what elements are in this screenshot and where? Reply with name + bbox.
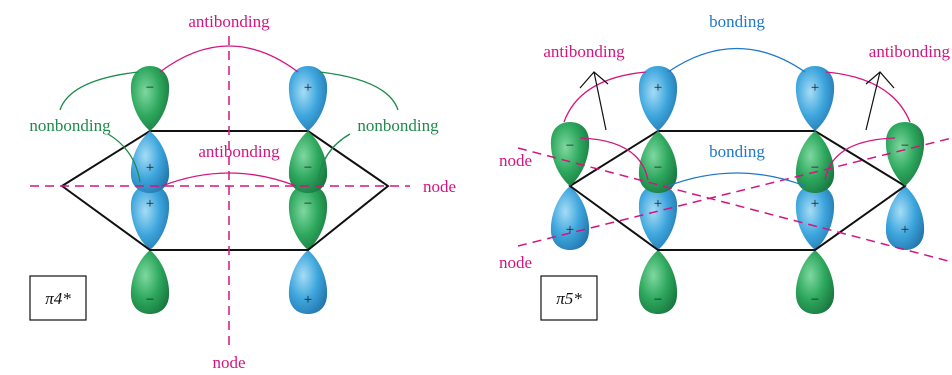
label-top-bonding: bonding	[709, 12, 765, 31]
arc-right-nonbonding	[319, 71, 399, 111]
sign-r-side-right-bottom: +	[901, 222, 909, 238]
lobe-r-top-right	[795, 66, 835, 131]
sign-top-left: −	[146, 80, 154, 96]
sign-r-side-right-top: −	[901, 138, 909, 154]
sign-r-bottom-right: −	[811, 292, 819, 308]
sign-bottom-right: +	[304, 292, 312, 308]
lobe-r-side-left-top	[550, 122, 590, 186]
label-node-upper: node	[499, 151, 532, 170]
sign-lower-left: +	[146, 196, 154, 212]
lobe-r-bottom-left	[638, 250, 678, 314]
lobe-r-top-left	[638, 66, 678, 131]
sign-top-right: +	[304, 80, 312, 96]
label-top-antibonding: antibonding	[188, 12, 270, 31]
sign-lower-right: −	[304, 196, 312, 212]
lobe-r-side-right-bottom	[885, 186, 925, 250]
arc-top-bonding	[667, 47, 806, 73]
lobe-r-upper-left	[638, 131, 678, 193]
label-right-nonbonding: nonbonding	[357, 116, 439, 135]
label-node-lower: node	[499, 253, 532, 272]
sign-r-side-left-bottom: +	[566, 222, 574, 238]
arc-left-antibonding	[563, 71, 647, 123]
lobe-bottom-right	[288, 250, 328, 314]
label-node-bottom: node	[212, 353, 245, 372]
left-panel: − + + − + − − + antibonding antibonding …	[29, 12, 456, 372]
sign-upper-right: −	[304, 160, 312, 176]
pointer-right-antibonding-stem	[865, 71, 881, 131]
arc-right-antibonding	[825, 71, 911, 123]
orbital-label-box-right	[540, 275, 598, 321]
sign-r-bottom-left: −	[654, 292, 662, 308]
arc-left-nonbonding	[59, 71, 139, 111]
sign-r-lower-right: +	[811, 196, 819, 212]
label-inner-bonding: bonding	[709, 142, 765, 161]
orbital-label-pi5: π5*	[556, 289, 582, 308]
lobe-bottom-left	[130, 250, 170, 314]
label-right-antibonding: antibonding	[869, 42, 951, 61]
lobe-top-left	[130, 66, 170, 131]
sign-r-side-left-top: −	[566, 138, 574, 154]
lobe-upper-right	[288, 131, 328, 193]
lobe-r-lower-right	[795, 185, 835, 250]
sign-r-upper-left: −	[654, 160, 662, 176]
lobe-lower-left	[130, 185, 170, 250]
lobe-r-side-right-top	[885, 122, 925, 186]
sign-r-lower-left: +	[654, 196, 662, 212]
arc-right-antibonding-lower	[824, 137, 896, 181]
orbital-label-box	[29, 275, 87, 321]
lobe-r-side-left-bottom	[550, 186, 590, 250]
pointer-left-antibonding-stem	[593, 71, 607, 131]
right-panel: + + − − + + − − − + − + bonding bonding …	[499, 12, 952, 321]
lobe-top-right	[288, 66, 328, 131]
sign-r-top-right: +	[811, 80, 819, 96]
label-inner-antibonding: antibonding	[198, 142, 280, 161]
arc-inner-bonding	[667, 172, 806, 187]
arc-right-nonbonding-lower	[317, 133, 351, 183]
lobe-r-lower-left	[638, 185, 678, 250]
arc-left-nonbonding-lower	[107, 133, 141, 183]
arc-top-antibonding	[159, 45, 299, 73]
sign-upper-left: +	[146, 160, 154, 176]
arc-inner-antibonding	[161, 172, 297, 187]
label-left-antibonding: antibonding	[543, 42, 625, 61]
lobe-upper-left	[130, 131, 170, 193]
lobe-r-bottom-right	[795, 250, 835, 314]
sign-bottom-left: −	[146, 292, 154, 308]
lobe-lower-right	[288, 185, 328, 250]
lobe-r-upper-right	[795, 131, 835, 193]
arc-left-antibonding-lower	[579, 137, 649, 181]
label-node-right: node	[423, 177, 456, 196]
label-left-nonbonding: nonbonding	[29, 116, 111, 135]
orbital-label-pi4: π4*	[45, 289, 71, 308]
sign-r-upper-right: −	[811, 160, 819, 176]
sign-r-top-left: +	[654, 80, 662, 96]
